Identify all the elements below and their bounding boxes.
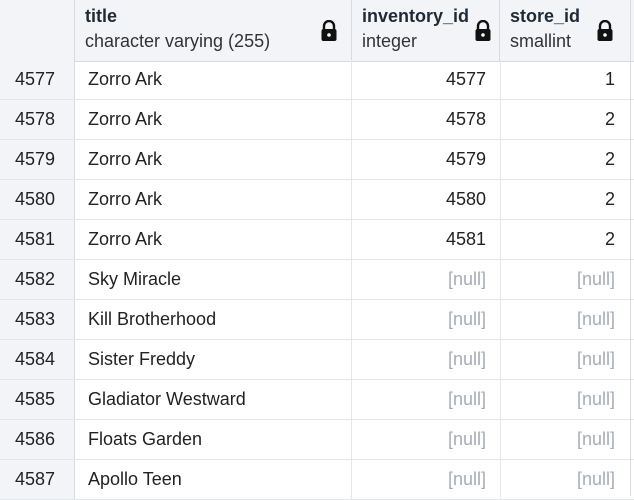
title-cell[interactable]: Sister Freddy (75, 340, 352, 379)
title-cell[interactable]: Zorro Ark (75, 60, 352, 99)
store-id-cell[interactable]: [null] (500, 260, 630, 299)
inventory-id-cell[interactable]: [null] (447, 469, 486, 489)
inventory-id-cell[interactable]: [null] (447, 309, 486, 329)
row-number-cell[interactable]: 4584 (0, 340, 75, 379)
column-header-inventory-id[interactable]: inventory_id integer (352, 0, 500, 61)
inventory-id-cell[interactable]: 4581 (445, 229, 486, 249)
store-id-cell[interactable]: 2 (500, 100, 630, 139)
title-cell[interactable]: Zorro Ark (75, 140, 352, 179)
column-name: inventory_id (362, 6, 470, 26)
row-number-cell[interactable]: 4583 (0, 300, 75, 339)
column-name: store_id (510, 6, 581, 26)
lock-icon (597, 20, 613, 41)
column-header-store-id[interactable]: store_id smallint (500, 0, 634, 61)
row-number-header[interactable] (0, 0, 75, 61)
inventory-id-cell[interactable]: [null] (447, 389, 486, 409)
store-id-cell[interactable]: 2 (500, 140, 630, 179)
column-type: smallint (510, 31, 572, 51)
row-number-cell[interactable]: 4582 (0, 260, 75, 299)
row-number-cell[interactable]: 4581 (0, 220, 75, 259)
store-id-cell[interactable]: 1 (500, 60, 630, 99)
store-id-cell[interactable]: [null] (500, 340, 630, 379)
row-number-cell[interactable]: 4585 (0, 380, 75, 419)
row-number-cell[interactable]: 4586 (0, 420, 75, 459)
title-cell[interactable]: Zorro Ark (75, 100, 352, 139)
title-cell[interactable]: Zorro Ark (75, 180, 352, 219)
inventory-id-cell[interactable]: 4579 (445, 149, 486, 169)
grid-header: title character varying (255) inventory_… (0, 0, 634, 62)
row-number-cell[interactable]: 4579 (0, 140, 75, 179)
column-type: integer (362, 31, 418, 51)
store-id-cell[interactable]: 2 (500, 180, 630, 219)
column-type: character varying (255) (85, 31, 271, 51)
row-number-cell[interactable]: 4580 (0, 180, 75, 219)
store-id-cell[interactable]: [null] (500, 380, 630, 419)
title-cell[interactable]: Kill Brotherhood (75, 300, 352, 339)
title-cell[interactable]: Sky Miracle (75, 260, 352, 299)
lock-icon (321, 20, 337, 41)
row-number-cell[interactable]: 4577 (0, 60, 75, 99)
column-name: title (85, 6, 118, 26)
grid-right-border (630, 0, 631, 496)
row-number-cell[interactable]: 4578 (0, 100, 75, 139)
row-number-cell[interactable]: 4587 (0, 460, 75, 499)
store-id-cell[interactable]: [null] (500, 460, 630, 499)
title-cell[interactable]: Gladiator Westward (75, 380, 352, 419)
column-header-title[interactable]: title character varying (255) (75, 0, 352, 61)
inventory-id-cell[interactable]: 4577 (445, 69, 486, 89)
inventory-id-cell[interactable]: [null] (447, 429, 486, 449)
inventory-id-cell[interactable]: [null] (447, 269, 486, 289)
inventory-id-cell[interactable]: [null] (447, 349, 486, 369)
title-cell[interactable]: Zorro Ark (75, 220, 352, 259)
title-cell[interactable]: Apollo Teen (75, 460, 352, 499)
store-id-cell[interactable]: [null] (500, 300, 630, 339)
title-cell[interactable]: Floats Garden (75, 420, 352, 459)
store-id-cell[interactable]: 2 (500, 220, 630, 259)
store-id-cell[interactable]: [null] (500, 420, 630, 459)
lock-icon (475, 20, 491, 41)
inventory-id-cell[interactable]: 4580 (445, 189, 486, 209)
inventory-id-cell[interactable]: 4578 (445, 109, 486, 129)
